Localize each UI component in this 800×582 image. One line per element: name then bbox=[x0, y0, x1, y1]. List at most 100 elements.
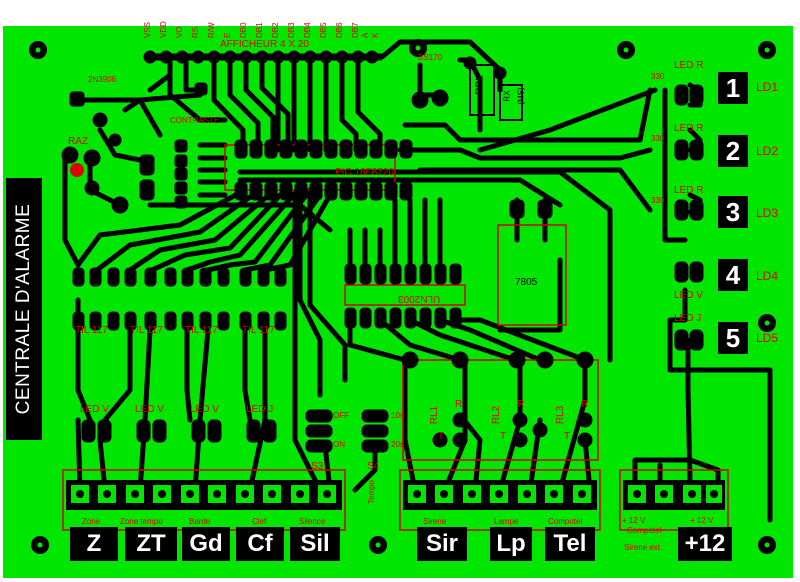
badge-lp: Lp bbox=[490, 527, 532, 561]
contrast-label: CONTRASTE bbox=[170, 116, 220, 125]
right-number-2: 2 bbox=[718, 135, 748, 167]
uln-label: ULN2003 bbox=[398, 293, 441, 304]
transistor-left-label: 2N3906 bbox=[88, 75, 117, 84]
switch-pads bbox=[305, 409, 389, 453]
lcd-pin-label: R/W bbox=[207, 22, 216, 38]
ms-label: (MS) bbox=[516, 87, 526, 105]
led-right-label-2: LED R bbox=[674, 123, 704, 134]
uln-pins bbox=[344, 263, 462, 329]
badge-sil: Sil bbox=[290, 527, 340, 561]
lcd-pin-label: DB1 bbox=[255, 22, 264, 38]
resistor-right-label-3: 330 bbox=[651, 196, 665, 205]
mounting-hole-centers bbox=[35, 45, 770, 548]
lcd-pin-label: DB6 bbox=[335, 22, 344, 38]
terminal-sub-sirene: Sirene ext. bbox=[624, 543, 663, 552]
lcd-pin-label: DB4 bbox=[303, 22, 312, 38]
led-right-label-3: LED R bbox=[674, 185, 704, 196]
badge-gd: Gd bbox=[182, 527, 230, 561]
relay-3-t: T bbox=[564, 431, 571, 442]
lcd-pin-label: K bbox=[371, 32, 380, 38]
right-led-label-2: LD2 bbox=[756, 144, 779, 158]
relay-2-t: T bbox=[500, 431, 507, 442]
board-title: CENTRALE D'ALARME bbox=[6, 178, 42, 440]
lcd-pin-label: A bbox=[361, 32, 370, 38]
til-label-1: TIL 117 bbox=[75, 325, 108, 336]
terminal-silence: Silence bbox=[299, 517, 326, 526]
resistor-right-label-1: 330 bbox=[651, 72, 665, 81]
badge-sir: Sir bbox=[417, 527, 467, 561]
lcd-pin-label: DB2 bbox=[271, 22, 280, 38]
lcd-pin-label: VSS bbox=[143, 21, 152, 38]
til-label-2: TIL 117 bbox=[130, 325, 163, 336]
transistor-right-label: BS170 bbox=[418, 53, 443, 62]
terminal-12v-b: + 12 V bbox=[690, 516, 714, 525]
right-number-5: 5 bbox=[718, 322, 748, 354]
right-led-pads bbox=[674, 84, 704, 351]
relay-1-label: RL1 bbox=[429, 405, 441, 425]
switch-s4-t2: 20s bbox=[391, 440, 404, 449]
terminal-barde: Barde bbox=[189, 517, 211, 526]
terminal-sirene: Sirene bbox=[423, 517, 447, 526]
pads bbox=[61, 50, 704, 453]
right-number-3: 3 bbox=[718, 196, 748, 228]
led-bottom-label-4: LED J bbox=[246, 404, 274, 415]
relay-2-label: RL2 bbox=[491, 405, 503, 425]
relay-2-r: R bbox=[517, 399, 525, 410]
badge-tel: Tel bbox=[545, 527, 595, 561]
led-bottom-label-2: LED V bbox=[135, 404, 164, 415]
right-led-label-1: LD1 bbox=[756, 80, 779, 94]
badge-z: Z bbox=[70, 527, 118, 561]
right-number-1: 1 bbox=[718, 72, 748, 104]
terminal-sub-compotel: Compotel bbox=[627, 526, 662, 535]
relay-3-label: RL3 bbox=[555, 405, 567, 425]
til-label-3: TIL 117 bbox=[185, 325, 218, 336]
lcd-pin-label: DB5 bbox=[319, 22, 328, 38]
terminal-zone: Zone bbox=[82, 517, 101, 526]
til-pins bbox=[72, 267, 287, 331]
lcd-pin-label: VO bbox=[175, 26, 184, 38]
switch-s3-off: OFF bbox=[333, 411, 349, 420]
tempo-label: Tempo bbox=[367, 479, 377, 505]
terminal-compotel: Compotel bbox=[548, 517, 583, 526]
led-bottom-label-1: LED V bbox=[80, 404, 109, 415]
relay-1-r: R bbox=[455, 399, 463, 410]
terminal-12v-a: + 12 V bbox=[622, 516, 646, 525]
resistor-right-label-2: 330 bbox=[651, 134, 665, 143]
bottom-led-pads bbox=[81, 419, 277, 443]
rx-label: RX bbox=[502, 90, 512, 102]
right-number-4: 4 bbox=[718, 259, 748, 291]
relay-1-t: T bbox=[438, 431, 445, 442]
lcd-pin-label: DB0 bbox=[239, 22, 248, 38]
badge-zt: ZT bbox=[125, 527, 177, 561]
lcd-pins bbox=[143, 50, 379, 64]
relay-rx-box bbox=[499, 84, 523, 121]
lcd-pin-label: VDD bbox=[159, 21, 168, 38]
pic-label: PIC 16F8720 bbox=[335, 167, 394, 178]
right-led-label-3: LD3 bbox=[756, 206, 779, 220]
lcd-pin-label: DB7 bbox=[351, 22, 360, 38]
pic-pins bbox=[234, 139, 413, 201]
badge-12v: +12 bbox=[678, 527, 732, 561]
switch-s4-t1: 10s bbox=[391, 411, 404, 420]
right-led-label-4: LD4 bbox=[756, 269, 779, 283]
switch-s4-label: S4 bbox=[367, 461, 380, 472]
lcd-pin-label: RS bbox=[191, 26, 200, 38]
lcd-pin-label: DB3 bbox=[287, 22, 296, 38]
relay-pads bbox=[401, 351, 594, 448]
led-bottom-label-3: LED V bbox=[190, 404, 219, 415]
lcd-pin-label: E bbox=[223, 32, 232, 38]
led-right-label-5: LED J bbox=[674, 313, 702, 324]
relay-rbl-box bbox=[469, 64, 495, 116]
relay-rbl-label: RBL bbox=[474, 75, 486, 95]
right-led-label-5: LD5 bbox=[756, 331, 779, 345]
led-right-label-4: LED V bbox=[674, 290, 703, 301]
switch-s3-on: ON bbox=[333, 440, 345, 449]
reset-dot bbox=[70, 163, 84, 177]
terminal-clef: Clef bbox=[252, 517, 267, 526]
relay-3-r: R bbox=[581, 399, 589, 410]
display-label: AFFICHEUR 4 X 20 bbox=[220, 39, 309, 50]
terminal-blocks bbox=[66, 480, 725, 510]
terminal-zone-tempo: Zone tempo bbox=[120, 517, 163, 526]
regulator-label: 7805 bbox=[515, 277, 538, 288]
